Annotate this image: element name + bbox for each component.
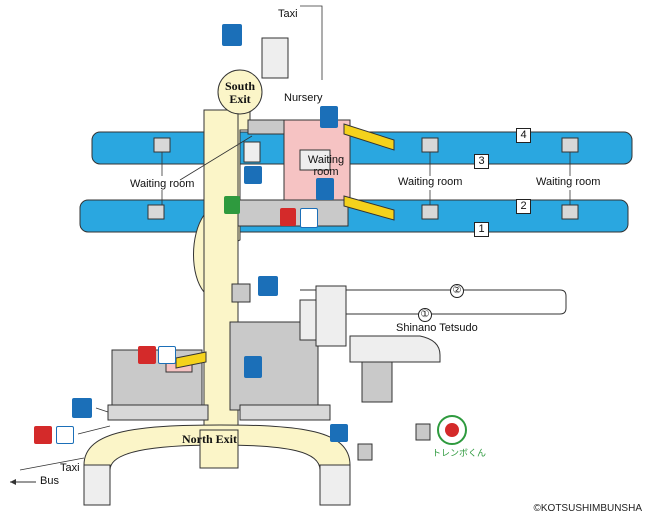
waiting-room-boxes [147,137,579,220]
north-exit-bridge [83,424,351,506]
pointer-lines [19,5,571,471]
bus-label: Bus [40,475,59,487]
platform-number-3: 3 [474,154,489,169]
concourse [193,99,251,441]
south-exit-label: South Exit [224,79,256,106]
mascot-icon [437,415,467,445]
toilet-icon [34,426,52,444]
shinano-tetsudo-label: Shinano Tetsudo [396,322,478,334]
green-window-icon [224,196,240,214]
platform-number-1: 1 [474,222,489,237]
waiting-room-left-label: Waiting room [130,178,195,190]
escalators [175,123,395,369]
waiting-room-right2-label: Waiting room [536,176,601,188]
shinano-number-2: ② [450,284,464,298]
shinano-number-1: ① [418,308,432,322]
south-exit-area [217,69,263,115]
shinano-tracks [299,289,567,363]
copyright-label: ©KOTSUSHIMBUNSHA [533,503,643,514]
parking-icon [258,276,278,296]
bus-arrow-icon [10,479,36,485]
elevator-icon [316,178,334,200]
mascot-label: トレンボくん [432,448,487,458]
waiting-room-right1-label: Waiting room [398,176,463,188]
nursery-label: Nursery [284,92,323,104]
elevator-icon [244,356,262,378]
taxi-top-label: Taxi [278,8,298,20]
parking-icon [330,424,348,442]
wheelchair-icon [56,426,74,444]
wheelchair-icon [300,208,318,228]
wheelchair-icon [158,346,176,364]
taxi-bottom-label: Taxi [60,462,80,474]
toilet-icon [138,346,156,364]
elevator-icon [320,106,338,128]
elevator-icon [222,24,242,46]
ticket-icon [244,166,262,184]
north-exit-label: North Exit [182,432,237,446]
platform-number-4: 4 [516,128,531,143]
parking-icon [72,398,92,418]
platform-number-2: 2 [516,199,531,214]
toilet-icon [280,208,296,226]
waiting-room-center-label: Waiting room [307,154,345,178]
